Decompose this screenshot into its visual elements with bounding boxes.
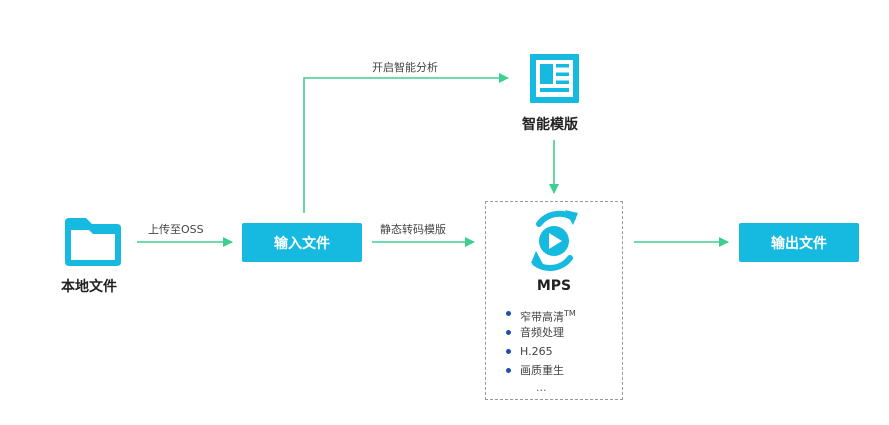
folder-icon — [65, 218, 121, 266]
feature-label: H.265 — [520, 345, 553, 358]
mps-icon — [531, 210, 578, 271]
edge-label-static-template: 静态转码模版 — [380, 223, 446, 236]
mps-title: MPS — [536, 278, 572, 294]
bullet-dot — [506, 330, 511, 335]
bullet-dot — [506, 349, 511, 354]
feature-label: 窄带高清 — [520, 310, 564, 324]
edge-label-smart-analysis: 开启智能分析 — [372, 61, 438, 74]
feature-ellipsis: ... — [536, 381, 547, 394]
bullet-dot — [506, 311, 511, 316]
feature-item: 音频处理 — [506, 323, 576, 342]
node-smart-template: 智能模版 — [522, 117, 578, 133]
node-output-file: 输出文件 — [739, 223, 859, 262]
feature-item: 画质重生 — [506, 361, 576, 380]
node-local-file: 本地文件 — [61, 279, 117, 295]
mps-container: MPS 窄带高清TM 音频处理 H.265 画质重生 ... — [485, 201, 623, 400]
feature-label: 音频处理 — [520, 326, 564, 339]
node-input-file: 输入文件 — [242, 223, 362, 262]
bullet-dot — [506, 368, 511, 373]
arrow-smart-analysis — [303, 73, 509, 213]
mps-feature-list: 窄带高清TM 音频处理 H.265 画质重生 — [506, 304, 576, 380]
feature-item: 窄带高清TM — [506, 304, 576, 324]
trademark-mark: TM — [564, 309, 576, 318]
edge-label-upload: 上传至OSS — [148, 223, 204, 236]
feature-item: H.265 — [506, 342, 576, 361]
template-icon — [530, 54, 579, 103]
feature-label: 画质重生 — [520, 364, 564, 377]
